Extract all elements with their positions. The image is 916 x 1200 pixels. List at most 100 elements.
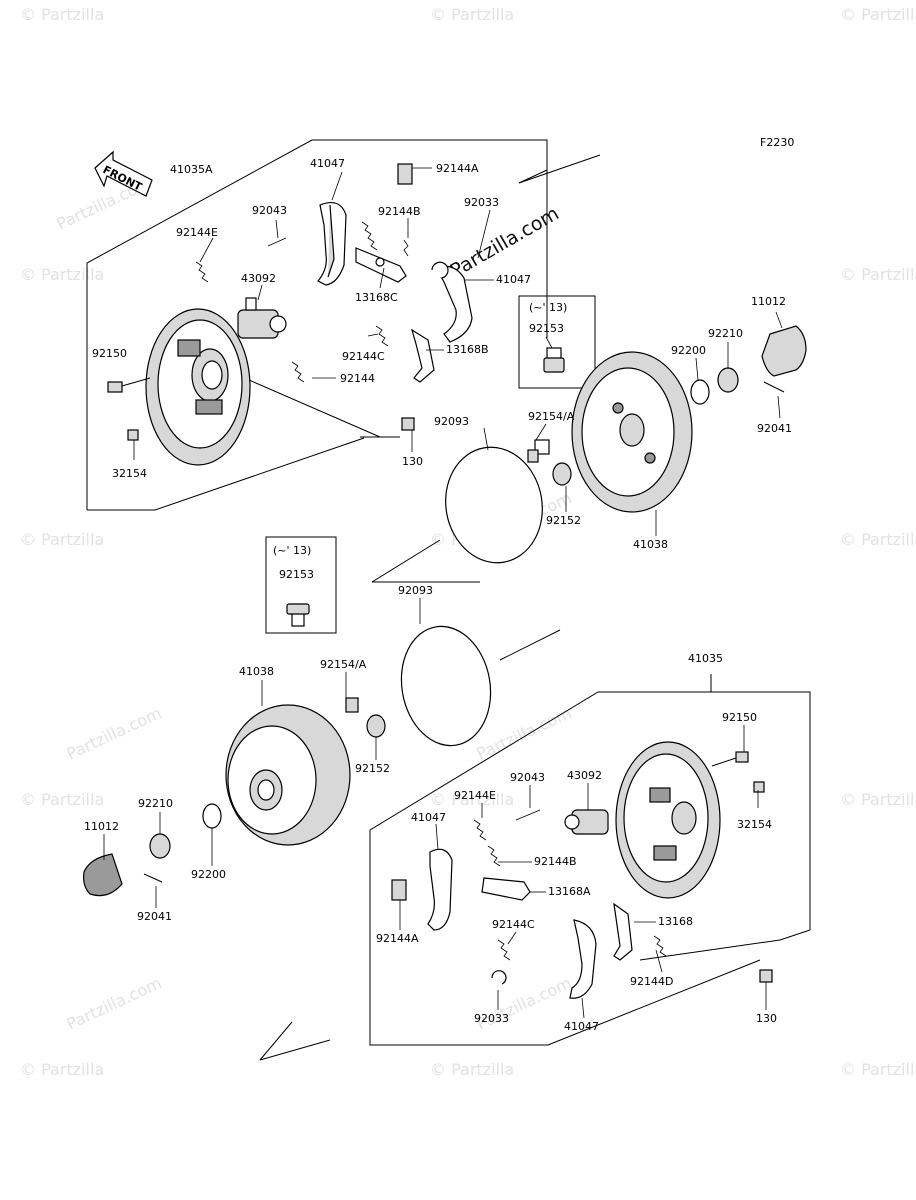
note-box-mid: (~' 13) (265, 536, 337, 634)
part-label: 92144A (376, 932, 419, 945)
clip-92144a-bottom (391, 879, 407, 901)
nut-92210-top (717, 367, 739, 393)
part-label: 92152 (546, 514, 581, 527)
part-label: 92153 (279, 568, 314, 581)
brake-shoe-top-right (435, 265, 473, 343)
part-label: 130 (402, 455, 423, 468)
part-label: 92043 (252, 204, 287, 217)
part-label: 92093 (434, 415, 469, 428)
part-label: 130 (756, 1012, 777, 1025)
nut-92210-bottom (149, 833, 171, 859)
note-box-top: (~' 13) (518, 295, 596, 389)
part-label: 92144E (176, 226, 218, 239)
brake-shoe-bottom-right (569, 919, 597, 999)
watermark: © Partzilla (20, 1060, 104, 1079)
wheel-cylinder-top (237, 297, 287, 339)
watermark: Partzilla.com (474, 703, 575, 763)
part-label: 92210 (708, 327, 743, 340)
part-label: 92200 (671, 344, 706, 357)
part-label: 13168 (658, 915, 693, 928)
part-label: 13168C (355, 291, 398, 304)
pin-92041-bottom (143, 873, 163, 883)
springs-top (195, 221, 449, 383)
part-label: 92033 (474, 1012, 509, 1025)
part-label: 92144E (454, 789, 496, 802)
part-label: 41038 (239, 665, 274, 678)
brake-shoe-top-left (317, 202, 347, 286)
watermark: © Partzilla (840, 530, 916, 549)
wheel-cylinder-bottom (564, 809, 609, 835)
part-label: 32154 (112, 467, 147, 480)
washer-92200-top (690, 379, 710, 405)
cap-11012-top (761, 325, 807, 377)
seal-ring-92093-top (445, 446, 543, 564)
part-label: 92144 (340, 372, 375, 385)
part-label: 41047 (564, 1020, 599, 1033)
lever-13168b (410, 328, 435, 383)
adjuster-13168a (481, 877, 531, 901)
brake-drum-top (571, 351, 693, 513)
watermark: © Partzilla (430, 5, 514, 24)
seal-ring-92093-bottom (400, 625, 492, 747)
part-label: 41035 (688, 652, 723, 665)
watermark: © Partzilla (840, 1060, 916, 1079)
part-label: 43092 (567, 769, 602, 782)
watermark: Partzilla.com (64, 703, 165, 763)
part-label: 41047 (496, 273, 531, 286)
brake-backing-plate-bottom (615, 741, 721, 899)
part-label: 92144C (492, 918, 535, 931)
bolt-92154-bottom (345, 697, 359, 713)
part-label: 92210 (138, 797, 173, 810)
watermark: © Partzilla (20, 265, 104, 284)
springs-bottom (473, 809, 667, 985)
brake-backing-plate-top (145, 308, 251, 466)
part-label: 92154/A (528, 410, 575, 423)
watermark: © Partzilla (840, 790, 916, 809)
lever-13168 (613, 902, 633, 961)
bolts-bottom (711, 751, 773, 983)
part-labels: 41035A 41047 92144A 92043 92144B 92033 9… (84, 157, 792, 1033)
watermark: Partzilla.com (64, 973, 165, 1033)
diagram-code: F2230 (760, 136, 794, 149)
watermark: © Partzilla (20, 530, 104, 549)
watermark: © Partzilla (430, 1060, 514, 1079)
part-label: 43092 (241, 272, 276, 285)
part-label: 92144B (534, 855, 577, 868)
bolt-92154-top (527, 439, 550, 463)
watermark: © Partzilla (430, 790, 514, 809)
part-label: 92153 (529, 322, 564, 335)
clip-92144a-top (397, 163, 413, 185)
watermark: © Partzilla (20, 5, 104, 24)
note-text: (~' 13) (273, 544, 311, 557)
part-label: 92154/A (320, 658, 367, 671)
adjuster-13168c (355, 247, 407, 283)
part-label: 92144A (436, 162, 479, 175)
part-label: 92041 (757, 422, 792, 435)
part-label: 41047 (310, 157, 345, 170)
part-label: 13168A (548, 885, 591, 898)
part-label: 92093 (398, 584, 433, 597)
watermark: © Partzilla (840, 265, 916, 284)
seal-92152-bottom (366, 714, 386, 738)
part-label: 92150 (92, 347, 127, 360)
group-outlines (86, 139, 811, 1061)
part-label: 11012 (751, 295, 786, 308)
watermark: © Partzilla (20, 790, 104, 809)
watermark: © Partzilla (840, 5, 916, 24)
part-label: 32154 (737, 818, 772, 831)
part-label: 92200 (191, 868, 226, 881)
seal-92152-top (552, 462, 572, 486)
part-label: 92043 (510, 771, 545, 784)
washer-92200-bottom (202, 803, 222, 829)
part-label: 92041 (137, 910, 172, 923)
pin-92041-top (763, 381, 785, 393)
part-label: 41047 (411, 811, 446, 824)
part-label: 92152 (355, 762, 390, 775)
note-text: (~' 13) (529, 301, 567, 314)
bolts-top (107, 377, 415, 441)
part-label: 11012 (84, 820, 119, 833)
part-label: 41035A (170, 163, 213, 176)
center-watermark: Partzilla.com (447, 202, 563, 282)
